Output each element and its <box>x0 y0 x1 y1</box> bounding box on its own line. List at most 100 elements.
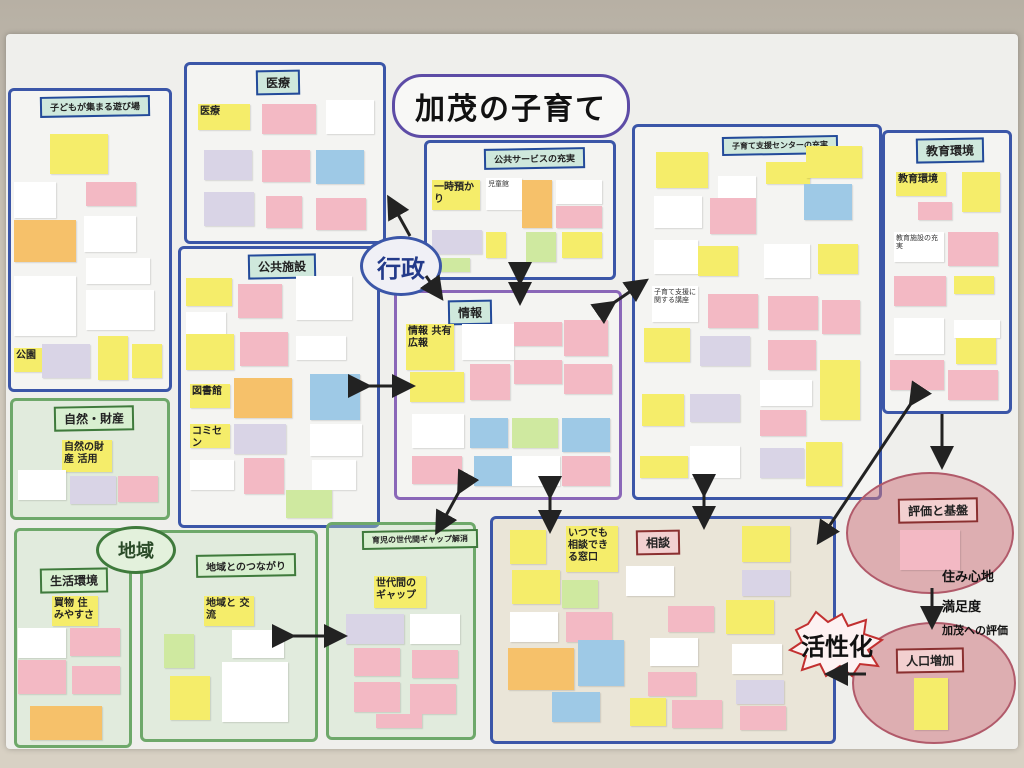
note-sd2-n <box>732 644 782 674</box>
arrow-joho-kc <box>590 278 649 325</box>
note-ky-b <box>918 202 952 220</box>
note-iryo-a <box>262 104 316 134</box>
note-iryo-b <box>326 100 374 134</box>
note-ks-a <box>522 180 552 228</box>
note-kc-k <box>818 244 858 274</box>
note-tg-a <box>164 634 194 668</box>
note-kc-l <box>708 294 758 328</box>
note-sd-c <box>354 648 400 676</box>
arrow-gyosei-iryo <box>387 194 412 237</box>
note-asobi-f <box>86 258 150 284</box>
side-text-2: 満足度 <box>942 600 982 615</box>
note-sd2-c <box>512 570 560 604</box>
note-ks-g <box>562 232 602 258</box>
note-chiiki-1: 地域と 交流 <box>204 596 254 626</box>
note-sd2-m <box>650 638 698 666</box>
note-ky-d <box>894 276 946 306</box>
note-ks2-e <box>186 334 234 370</box>
note-ky-c <box>948 232 998 266</box>
note-jh-a <box>462 324 514 360</box>
note-sd-b <box>410 614 460 644</box>
note-ks2-l <box>190 460 234 490</box>
note-jh-j <box>512 418 558 448</box>
note-joho-kyoyu: 情報 共有 広報 <box>406 324 454 370</box>
note-jh-m <box>474 456 512 486</box>
note-asobi-g <box>14 276 76 336</box>
side-text-1: 住み心地 <box>942 570 995 585</box>
note-ks-b <box>556 180 602 204</box>
note-kyoiku-1: 教育環境 <box>896 172 946 196</box>
note-ky-f <box>954 320 1000 338</box>
note-shizen-1: 自然の財産 活用 <box>62 440 112 472</box>
note-kc-g <box>804 184 852 220</box>
note-kc-m <box>768 296 818 330</box>
badge-gyosei: 行政 <box>360 236 442 296</box>
note-sk-c <box>18 660 66 694</box>
note-sk-e <box>30 706 102 740</box>
note-asobi-c <box>86 182 136 206</box>
note-komisen: コミセン <box>190 424 230 448</box>
note-sd2-g <box>510 612 558 642</box>
note-jh-d <box>410 372 464 402</box>
note-sz-b <box>70 476 116 504</box>
note-sd-a <box>346 614 404 644</box>
note-ky-e <box>954 276 994 294</box>
note-sd2-l <box>578 640 624 686</box>
note-sd-e <box>354 682 400 712</box>
note-asobi-k <box>132 344 162 378</box>
note-sd2-h <box>566 612 612 642</box>
note-jh-i <box>470 418 508 448</box>
note-kc-h <box>654 240 698 274</box>
note-jidokan: 児童館 <box>486 178 522 210</box>
note-ichiji: 一時預かり <box>432 180 480 210</box>
note-kc-s <box>690 394 740 422</box>
note-ks2-g <box>296 336 346 360</box>
note-sk-a <box>18 628 66 658</box>
note-iryo-c <box>204 150 252 180</box>
note-ks-h <box>440 258 470 272</box>
note-sd2-d <box>562 580 598 608</box>
note-sz-a <box>18 470 66 500</box>
note-jh-h <box>412 414 464 448</box>
note-kc-y <box>760 448 804 478</box>
note-asobi-h <box>86 290 154 330</box>
note-kc-a <box>656 152 708 188</box>
note-sd2-f <box>742 570 790 596</box>
note-seikatsu-1: 買物 住みやすさ <box>52 596 98 626</box>
note-ks2-m <box>244 458 284 494</box>
note-ks2-c <box>296 276 352 320</box>
note-sd2-s <box>672 700 722 728</box>
poster-title: 加茂の子育て <box>392 74 630 138</box>
note-kc-r <box>642 394 684 426</box>
note-sd2-b <box>742 526 790 562</box>
note-kc-i <box>698 246 738 276</box>
note-asobi-i <box>42 344 90 378</box>
note-sz-c <box>118 476 158 502</box>
note-sd2-k <box>508 648 574 690</box>
note-sd2-e <box>626 566 674 596</box>
note-asobi-a <box>50 134 108 174</box>
note-kc-x <box>690 446 740 478</box>
note-iryo-h <box>316 198 366 230</box>
note-kc-c <box>766 162 810 184</box>
note-jinko-a <box>914 678 948 730</box>
note-ks2-a <box>186 278 232 306</box>
activation-burst-icon <box>787 610 885 678</box>
note-ky-g <box>894 318 944 354</box>
note-kc-b <box>718 176 756 198</box>
note-ks-e <box>486 232 506 258</box>
note-kc-w <box>640 456 688 478</box>
note-kc-p <box>700 336 750 366</box>
note-kc-o <box>644 328 690 362</box>
note-jh-e <box>470 364 510 400</box>
note-ks2-h <box>234 378 292 418</box>
side-text-3: 加茂への評価 <box>942 624 1008 637</box>
note-kyoiku-2: 教育施設の充実 <box>894 232 944 262</box>
note-sd2-p <box>736 680 784 704</box>
note-sd-d <box>412 650 458 678</box>
note-tg-c <box>170 676 210 720</box>
note-sk-b <box>70 628 120 656</box>
note-ks2-o <box>286 490 332 518</box>
note-jh-b <box>514 322 562 346</box>
